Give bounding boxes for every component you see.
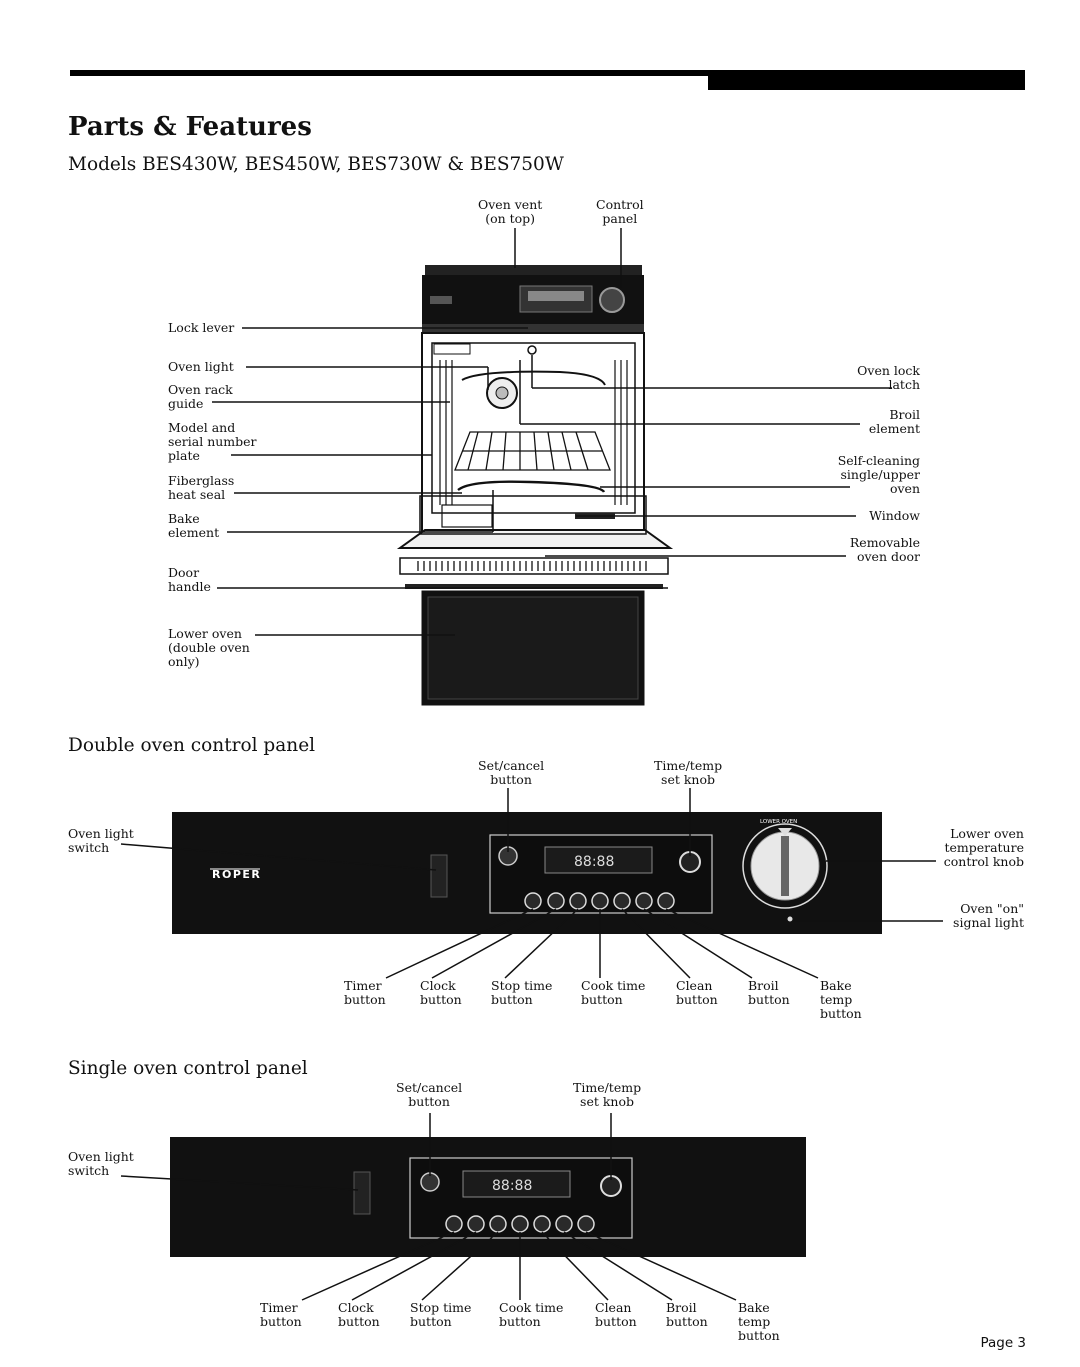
label-fiberglass-heat-seal: Fiberglass heat seal (168, 473, 235, 502)
double-label-set-cancel: Set/cancel button (478, 758, 545, 787)
single-panel-heading: Single oven control panel (68, 1058, 308, 1079)
single-label-oven-light-switch: Oven light switch (68, 1149, 134, 1178)
single-label-stop-time: Stop time button (410, 1300, 472, 1329)
single-broil-button (555, 1215, 573, 1233)
double-display: 88:88 (574, 854, 614, 870)
brand-logo: ROPER (212, 868, 261, 881)
double-label-timer: Timer button (344, 978, 386, 1007)
single-stop-time-button (489, 1215, 507, 1233)
single-label-timer: Timer button (260, 1300, 302, 1329)
single-label-time-temp: Time/temp set knob (573, 1080, 642, 1109)
double-panel-heading: Double oven control panel (68, 735, 316, 756)
oven-on-signal-light (787, 916, 793, 922)
double-label-clean: Clean button (676, 978, 718, 1007)
door-handle (399, 557, 669, 575)
label-self-cleaning-oven: Self-cleaning single/upper oven (837, 453, 920, 496)
single-label-clean: Clean button (595, 1300, 637, 1329)
double-label-cook-time: Cook time button (581, 978, 646, 1007)
double-label-oven-on-light: Oven "on" signal light (953, 901, 1024, 930)
double-label-stop-time: Stop time button (491, 978, 553, 1007)
single-clock-button (467, 1215, 485, 1233)
double-label-time-temp: Time/temp set knob (654, 758, 723, 787)
single-label-broil: Broil button (666, 1300, 708, 1329)
single-label-bake-temp: Bake temp button (738, 1300, 780, 1343)
double-label-lower-oven-knob: Lower oven temperature control knob (943, 826, 1024, 869)
single-timer-button (445, 1215, 463, 1233)
double-label-oven-light-switch: Oven light switch (68, 826, 134, 855)
page-subtitle: Models BES430W, BES450W, BES730W & BES75… (68, 154, 564, 175)
single-display: 88:88 (492, 1178, 532, 1194)
label-oven-vent: Oven vent (on top) (478, 197, 543, 226)
single-label-cook-time: Cook time button (499, 1300, 564, 1329)
label-oven-rack-guide: Oven rack guide (168, 382, 233, 411)
label-model-serial-plate: Model and serial number plate (168, 420, 257, 463)
single-clean-button (533, 1215, 551, 1233)
label-removable-oven-door: Removable oven door (849, 535, 920, 564)
label-oven-light: Oven light (168, 359, 234, 374)
top-rule (70, 70, 1025, 76)
oven-vent-top (425, 265, 642, 277)
double-label-bake-temp: Bake temp button (820, 978, 862, 1021)
label-lower-oven: Lower oven (double oven only) (168, 626, 250, 669)
lower-oven-knob-label: LOWER OVEN (760, 819, 797, 825)
page-title: Parts & Features (68, 112, 312, 142)
single-label-clock: Clock button (338, 1300, 380, 1329)
label-window: Window (869, 508, 920, 523)
single-cook-time-button (511, 1215, 529, 1233)
label-oven-lock-latch: Oven lock latch (857, 363, 920, 392)
label-broil-element: Broil element (868, 407, 920, 436)
label-door-handle: Door handle (168, 565, 211, 594)
single-bake-temp-button (577, 1215, 595, 1233)
label-control-panel: Control panel (596, 197, 644, 226)
label-lock-lever: Lock lever (168, 320, 235, 335)
double-label-broil: Broil button (748, 978, 790, 1007)
label-bake-element: Bake element (168, 511, 220, 540)
single-label-set-cancel: Set/cancel button (396, 1080, 463, 1109)
double-label-clock: Clock button (420, 978, 462, 1007)
top-rule-tab (708, 70, 1025, 90)
page-number: Page 3 (980, 1335, 1026, 1351)
